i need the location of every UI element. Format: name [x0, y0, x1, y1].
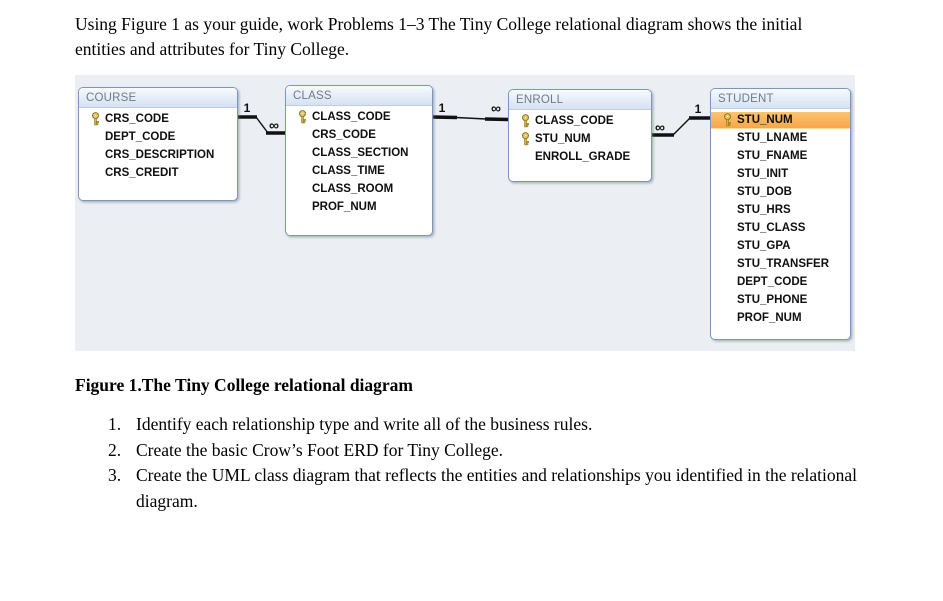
field-name: STU_TRANSFER: [737, 258, 830, 270]
table-field[interactable]: CLASS_TIME: [286, 162, 432, 180]
table-field[interactable]: STU_FNAME: [711, 147, 850, 165]
table-title-bar[interactable]: COURSE: [79, 88, 237, 108]
field-name: STU_FNAME: [737, 150, 808, 162]
field-name: CLASS_TIME: [312, 165, 385, 177]
field-name: ENROLL_GRADE: [535, 151, 631, 163]
problem-number: 2.: [108, 439, 122, 460]
field-name: CLASS_CODE: [312, 111, 391, 123]
cardinality-many-icon: ∞: [655, 119, 665, 135]
entity-table-student[interactable]: STUDENT STU_NUM STU_LNAME STU_FNAME STU_…: [710, 88, 851, 340]
field-name: STU_HRS: [737, 204, 791, 216]
field-name: STU_NUM: [535, 133, 591, 145]
entity-table-course[interactable]: COURSE CRS_CODE DEPT_CODE CRS_DESCRIPTIO…: [78, 87, 238, 201]
field-name: CRS_DESCRIPTION: [105, 149, 215, 161]
table-field[interactable]: DEPT_CODE: [79, 128, 237, 146]
cardinality-one-label: 1: [244, 101, 251, 115]
problem-text: Identify each relationship type and writ…: [136, 414, 593, 434]
cardinality-one-label: 1: [695, 102, 702, 116]
field-name: CRS_CREDIT: [105, 167, 179, 179]
primary-key-icon: [90, 112, 105, 126]
table-field[interactable]: CLASS_SECTION: [286, 144, 432, 162]
field-name: CRS_CODE: [105, 113, 169, 125]
problem-item: 3. Create the UML class diagram that ref…: [75, 463, 866, 514]
table-field[interactable]: CLASS_ROOM: [286, 180, 432, 198]
table-field[interactable]: STU_DOB: [711, 183, 850, 201]
table-field[interactable]: STU_PHONE: [711, 291, 850, 309]
table-field[interactable]: CRS_CODE: [286, 126, 432, 144]
field-name: STU_INIT: [737, 168, 789, 180]
problem-text: Create the UML class diagram that reflec…: [136, 465, 857, 511]
problem-list: 1. Identify each relationship type and w…: [75, 412, 866, 514]
problem-number: 1.: [108, 414, 122, 434]
field-name: STU_GPA: [737, 240, 791, 252]
field-name: DEPT_CODE: [737, 276, 808, 288]
primary-key-icon: [520, 114, 535, 128]
problem-number: 3.: [108, 465, 122, 485]
table-field-list: CLASS_CODE CRS_CODE CLASS_SECTION CLASS_…: [286, 106, 432, 216]
primary-key-icon: [297, 110, 312, 124]
field-name: CLASS_ROOM: [312, 183, 394, 195]
relationship-course-class[interactable]: [237, 115, 286, 135]
field-name: CRS_CODE: [312, 129, 376, 141]
table-field[interactable]: STU_GPA: [711, 237, 850, 255]
problem-item: 2. Create the basic Crow’s Foot ERD for …: [75, 438, 866, 464]
table-field[interactable]: CLASS_CODE: [286, 108, 432, 126]
table-field[interactable]: CRS_CODE: [79, 110, 237, 128]
relationship-connectors: 1 ∞ 1 ∞ ∞ 1: [237, 100, 711, 137]
problem-text: Create the basic Crow’s Foot ERD for Tin…: [136, 439, 503, 460]
intro-paragraph: Using Figure 1 as your guide, work Probl…: [75, 14, 803, 59]
primary-key-icon: [722, 113, 737, 127]
field-name: STU_LNAME: [737, 132, 808, 144]
table-title-bar[interactable]: STUDENT: [711, 89, 850, 109]
problem-item: 1. Identify each relationship type and w…: [75, 412, 866, 438]
cardinality-many-icon: ∞: [269, 117, 279, 133]
table-field[interactable]: DEPT_CODE: [711, 273, 850, 291]
table-field[interactable]: STU_LNAME: [711, 129, 850, 147]
table-title-bar[interactable]: ENROLL: [509, 90, 651, 110]
table-field[interactable]: STU_NUM: [509, 130, 651, 148]
field-name: DEPT_CODE: [105, 131, 176, 143]
primary-key-icon: [520, 132, 535, 146]
table-field[interactable]: STU_CLASS: [711, 219, 850, 237]
table-field[interactable]: PROF_NUM: [286, 198, 432, 216]
table-field[interactable]: ENROLL_GRADE: [509, 148, 651, 166]
figure-caption: Figure 1.The Tiny College relational dia…: [75, 375, 414, 395]
table-field[interactable]: STU_INIT: [711, 165, 850, 183]
table-field[interactable]: CRS_CREDIT: [79, 164, 237, 182]
table-title-bar[interactable]: CLASS: [286, 86, 432, 106]
field-name: STU_DOB: [737, 186, 792, 198]
entity-table-enroll[interactable]: ENROLL CLASS_CODE STU_NUM ENROLL_GRADE: [508, 89, 652, 182]
field-name: CLASS_SECTION: [312, 147, 409, 159]
table-field-list: CRS_CODE DEPT_CODE CRS_DESCRIPTION CRS_C…: [79, 108, 237, 182]
cardinality-one-label: 1: [439, 101, 446, 115]
relationship-class-enroll[interactable]: [431, 115, 510, 122]
field-name: PROF_NUM: [312, 201, 377, 213]
table-field[interactable]: STU_HRS: [711, 201, 850, 219]
field-name: CLASS_CODE: [535, 115, 614, 127]
field-name: STU_PHONE: [737, 294, 808, 306]
field-name: STU_CLASS: [737, 222, 806, 234]
cardinality-many-icon: ∞: [491, 100, 501, 116]
table-field[interactable]: CLASS_CODE: [509, 112, 651, 130]
relationship-diagram-panel: 1 ∞ 1 ∞ ∞ 1 COURSE: [75, 75, 855, 351]
relationship-enroll-student[interactable]: [651, 116, 711, 137]
table-field-list: STU_NUM STU_LNAME STU_FNAME STU_INIT STU…: [711, 109, 850, 327]
field-name: PROF_NUM: [737, 312, 802, 324]
table-field-list: CLASS_CODE STU_NUM ENROLL_GRADE: [509, 110, 651, 166]
table-field-selected[interactable]: STU_NUM: [711, 111, 850, 129]
entity-table-class[interactable]: CLASS CLASS_CODE CRS_CODE CLASS_SECTION …: [285, 85, 433, 236]
table-field[interactable]: STU_TRANSFER: [711, 255, 850, 273]
table-field[interactable]: PROF_NUM: [711, 309, 850, 327]
table-field[interactable]: CRS_DESCRIPTION: [79, 146, 237, 164]
field-name: STU_NUM: [737, 114, 793, 126]
